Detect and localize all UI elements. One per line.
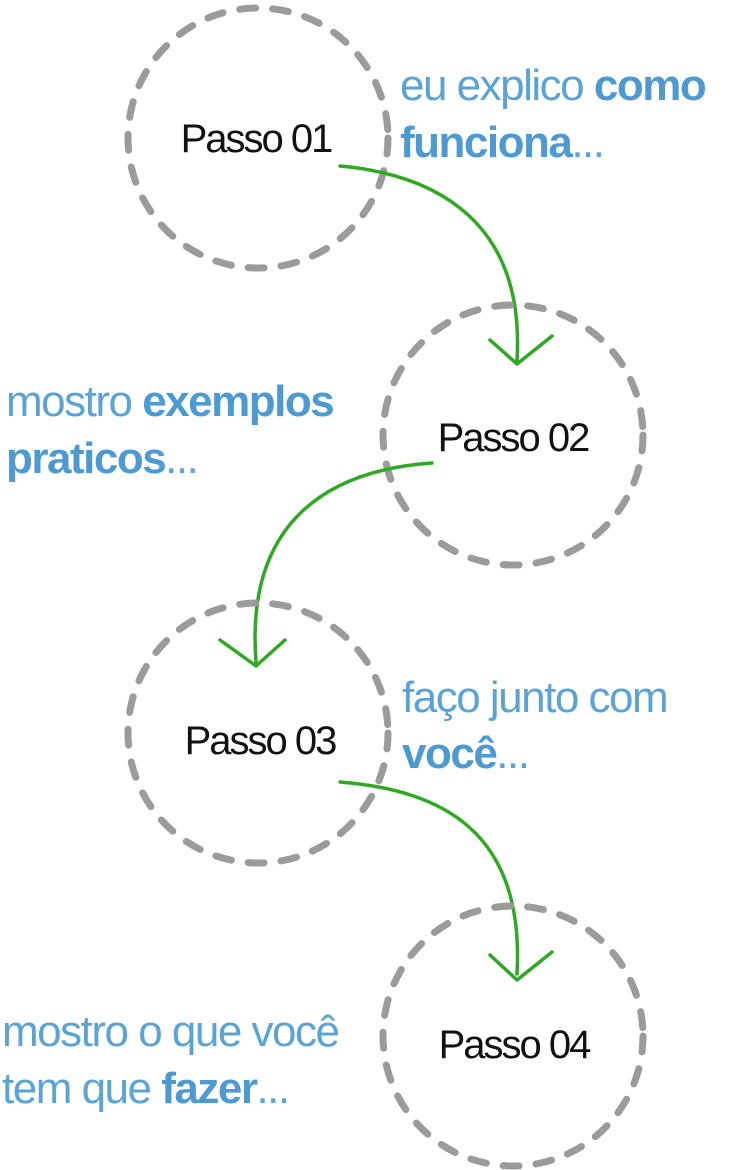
step-4-caption-line-2: tem que fazer... (2, 1064, 289, 1113)
step-1-caption-line-2: funciona... (400, 118, 604, 167)
step-2-circle (379, 301, 647, 569)
arrow-1-to-2 (338, 164, 554, 366)
arrow-1-to-2-head (488, 334, 554, 366)
step-3-label: Passo 03 (185, 719, 337, 763)
step-4: Passo 04 (379, 902, 647, 1170)
arrow-2-to-3 (218, 461, 434, 668)
step-3-circle (124, 599, 392, 867)
step-3: Passo 03 (124, 599, 392, 867)
step-3-caption-line-2: você... (402, 729, 528, 778)
step-2: Passo 02 (379, 301, 647, 569)
arrow-2-to-3-curve (253, 461, 434, 664)
step-2-caption-line-1: mostro exemplos (6, 377, 333, 426)
step-1-label: Passo 01 (181, 117, 333, 161)
step-2-caption-line-2: praticos... (6, 434, 197, 483)
arrow-1-to-2-curve (338, 164, 520, 362)
arrow-2-to-3-head (218, 638, 287, 668)
step-4-label: Passo 04 (439, 1023, 592, 1067)
step-4-caption-line-1: mostro o que você (2, 1007, 338, 1056)
arrow-3-to-4-curve (338, 780, 520, 976)
step-1-caption-line-1: eu explico como (400, 61, 706, 110)
arrow-3-to-4 (338, 780, 554, 982)
step-2-label: Passo 02 (438, 416, 590, 460)
step-1-circle (124, 4, 392, 272)
step-1: Passo 01 (124, 4, 392, 272)
step-3-caption-line-1: faço junto com (402, 673, 667, 722)
arrow-3-to-4-head (488, 950, 554, 982)
step-4-circle (379, 902, 647, 1170)
